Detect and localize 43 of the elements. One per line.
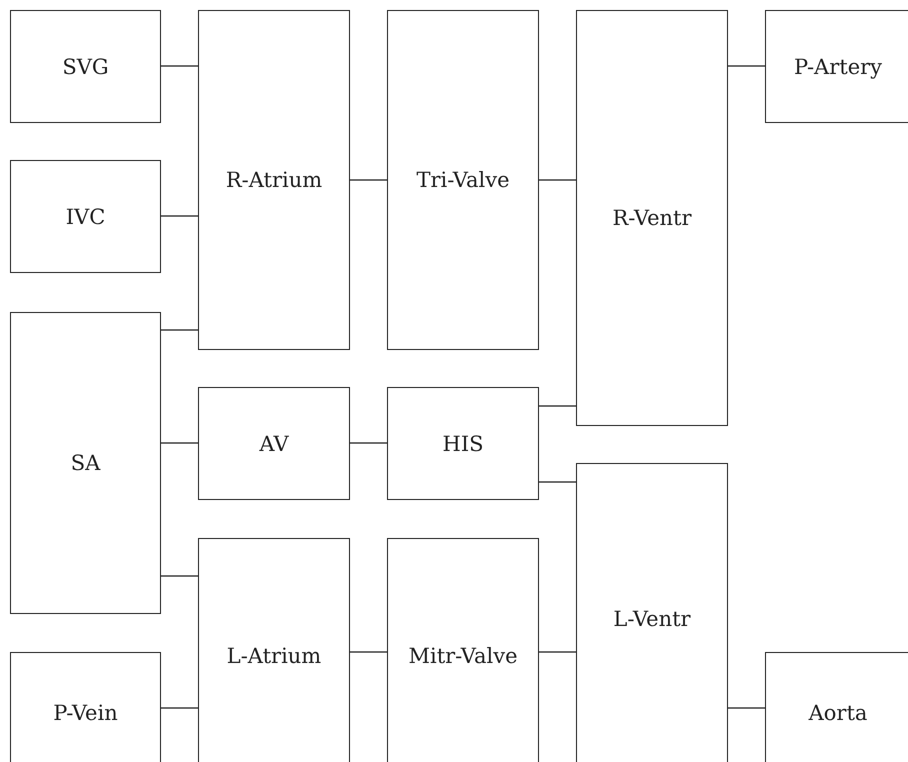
process-box [765, 10, 908, 123]
connector-line [539, 405, 576, 407]
connector-line [161, 707, 198, 709]
node-label: Aorta [808, 701, 868, 725]
node-label: P-Artery [794, 54, 882, 78]
process-box [387, 387, 539, 500]
process-box [10, 312, 161, 614]
node-label: Mitr-Valve [408, 644, 518, 668]
connector-line [539, 179, 576, 181]
connector-line [161, 575, 198, 577]
process-box [10, 10, 161, 123]
node-label: HIS [442, 432, 484, 456]
node-label: Tri-Valve [416, 168, 510, 192]
process-box [576, 463, 728, 762]
connector-line [161, 329, 198, 331]
process-box [198, 387, 350, 500]
connector-line [350, 442, 387, 444]
process-box [198, 10, 350, 350]
connector-line [728, 65, 765, 67]
node-label: L-Ventr [613, 606, 691, 630]
connector-line [539, 481, 576, 483]
node-label: R-Ventr [612, 206, 692, 230]
process-box [10, 160, 161, 273]
process-box [387, 10, 539, 350]
node-label: AV [259, 432, 289, 456]
process-box [576, 10, 728, 426]
connector-line [539, 651, 576, 653]
node-label: P-Vein [53, 701, 118, 725]
node-label: SVG [62, 54, 109, 78]
connector-line [161, 65, 198, 67]
connector-line [350, 651, 387, 653]
node-label: SA [70, 451, 100, 475]
process-box [198, 538, 350, 762]
node-label: IVC [66, 204, 106, 228]
connector-line [161, 442, 198, 444]
process-box [765, 652, 908, 762]
connector-line [161, 215, 198, 217]
node-label: R-Atrium [226, 168, 322, 192]
node-label: L-Atrium [226, 644, 322, 668]
connector-line [728, 707, 765, 709]
process-box [387, 538, 539, 762]
connector-line [350, 179, 387, 181]
process-box [10, 652, 161, 762]
